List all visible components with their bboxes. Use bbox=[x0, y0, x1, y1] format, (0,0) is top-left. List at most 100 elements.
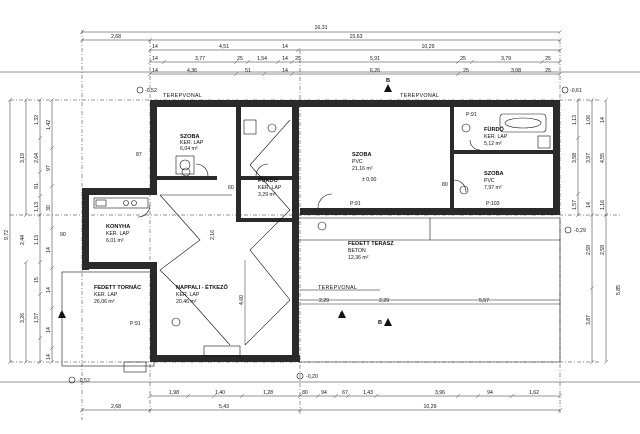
entrance-steps-icon bbox=[203, 345, 241, 357]
dim-bottom-2-b: 5,43 bbox=[219, 404, 229, 410]
dim-right-f: 2,59 bbox=[600, 245, 606, 255]
dim-room1-door: 87 bbox=[136, 152, 142, 158]
room-area: 20,46 m² bbox=[176, 299, 197, 305]
dim-top-4-f: 3,79 bbox=[501, 56, 511, 62]
room-area: 21,16 m² bbox=[352, 166, 373, 172]
room-name: NAPPALI - ÉTKEZŐ bbox=[176, 283, 228, 291]
room-area: 6,04 m² bbox=[180, 146, 198, 152]
room-area: 5,12 m² bbox=[484, 141, 502, 147]
column-markers bbox=[171, 167, 469, 327]
room-area: 12,36 m² bbox=[348, 255, 369, 261]
room-area: 6,01 m² bbox=[106, 238, 124, 244]
dim-top-4-a: 3,77 bbox=[195, 56, 205, 62]
dim-right-c: 1,57 bbox=[572, 200, 578, 210]
dim-top-mark-10: 25 bbox=[545, 68, 551, 74]
room-area: 7,97 m² bbox=[484, 185, 502, 191]
room-szoba-2: SZOBA PVC 21,16 m² ± 0,00 bbox=[352, 152, 376, 183]
dim-right-d: 3,97 bbox=[586, 153, 592, 163]
dim-left-l: 97 bbox=[46, 165, 52, 171]
room-name: SZOBA bbox=[352, 152, 372, 158]
room-szoba-1: SZOBA KER. LAP 6,04 m² bbox=[180, 134, 204, 152]
dim-right-i: 4,55 bbox=[600, 153, 606, 163]
dim-bottom-1-j: 1,62 bbox=[529, 390, 539, 396]
room-floor: KER. LAP bbox=[176, 292, 200, 298]
room-fedett-tornac: FEDETT TORNÁC KER. LAP 26,06 m² bbox=[94, 284, 141, 305]
room-name: SZOBA bbox=[180, 134, 200, 140]
dimension-chain-top: 16,31 2,68 15,63 4,51 10,29 3,77 25 1,54… bbox=[79, 25, 563, 77]
dimension-chain-left: 9,72 3,19 2,44 3,26 1,32 2,64 91 1,13 1,… bbox=[4, 97, 55, 365]
column-marker-icon bbox=[181, 167, 191, 177]
dim-bottom-1-d: 80 bbox=[302, 390, 308, 396]
dim-bottom-1-g: 1,43 bbox=[363, 390, 373, 396]
stove-icon bbox=[175, 155, 195, 175]
dim-right-h: 3,87 bbox=[586, 315, 592, 325]
section-a-left: A bbox=[59, 312, 63, 318]
level-marker-icon bbox=[68, 376, 76, 384]
dim-left-k: 1,42 bbox=[46, 120, 52, 130]
room-name: FÜRDŐ bbox=[258, 177, 279, 184]
room-konyha: KONYHA KER. LAP 6,01 m² bbox=[106, 224, 130, 244]
column-marker-icon bbox=[317, 221, 327, 231]
room-name: KONYHA bbox=[106, 224, 130, 230]
level-marker-icon bbox=[561, 86, 569, 94]
dim-kitchen-door: 90 bbox=[60, 232, 66, 238]
dim-top-mark-3: 14 bbox=[152, 68, 158, 74]
dim-right-j: 1,06 bbox=[586, 115, 592, 125]
dim-terrace-a: 2,29 bbox=[319, 298, 329, 304]
room-nappali-etkezo: NAPPALI - ÉTKEZŐ KER. LAP 20,46 m² bbox=[176, 283, 228, 305]
dimension-chain-right: 3,58 1,13 1,57 3,97 2,59 2,59 5,85 3,87 … bbox=[572, 97, 622, 365]
kitchen-counter-icon bbox=[93, 197, 149, 209]
dim-right-e: 2,59 bbox=[586, 245, 592, 255]
dimension-chain-bottom: 1,98 1,40 1,28 80 94 67 1,43 3,96 94 1,6… bbox=[79, 390, 563, 413]
opening-2: P:103 bbox=[486, 201, 500, 207]
dim-bottom-2-a: 2,68 bbox=[111, 404, 121, 410]
dim-right-k: 14 bbox=[600, 117, 606, 123]
hob-icon bbox=[123, 200, 129, 206]
walls bbox=[82, 100, 560, 362]
dim-top-3-b: 10,29 bbox=[422, 44, 435, 50]
fixtures bbox=[93, 113, 551, 373]
shower-icon bbox=[243, 119, 257, 135]
dim-left-f: 91 bbox=[34, 183, 40, 189]
dim-top-mark-1: 14 bbox=[152, 44, 158, 50]
room-floor: KER. LAP bbox=[484, 134, 508, 140]
dim-top-5-a: 4,36 bbox=[187, 68, 197, 74]
dim-right-m: 14 bbox=[586, 202, 592, 208]
opening-3: P:91 bbox=[466, 112, 477, 118]
room-area: 3,29 m² bbox=[258, 192, 276, 198]
room-floor: KER. LAP bbox=[94, 292, 118, 298]
dim-terrace-b: 2,29 bbox=[379, 298, 389, 304]
room-floor: KER. LAP bbox=[106, 231, 130, 237]
dim-left-d: 1,32 bbox=[34, 115, 40, 125]
hob2-icon bbox=[131, 200, 137, 206]
dim-nappali-h: 2,16 bbox=[210, 230, 216, 240]
dim-left-total: 9,72 bbox=[4, 230, 10, 240]
dim-right-l: 1,16 bbox=[600, 200, 606, 210]
sink-icon bbox=[95, 199, 107, 207]
dim-left-h: 1,13 bbox=[34, 235, 40, 245]
terrain-label-1: TEREPVONAL bbox=[163, 93, 202, 99]
room-furdo-2: FÜRDŐ KER. LAP 3,29 m² bbox=[258, 177, 282, 198]
section-markers: A A B B bbox=[58, 78, 392, 326]
dim-top-mark-7: 25 bbox=[545, 56, 551, 62]
dim-right-b: 1,13 bbox=[572, 115, 578, 125]
section-arrow-a2-icon bbox=[338, 310, 346, 318]
toilet-icon bbox=[461, 123, 471, 133]
interior-dimensions: 4,60 2,16 2,29 2,29 5,57 90 87 60 80 P:9… bbox=[60, 112, 560, 345]
room-szoba-3: SZOBA PVC 7,97 m² bbox=[484, 171, 504, 191]
dim-total-top: 16,31 bbox=[315, 25, 328, 31]
opening-4: P:91 bbox=[130, 321, 141, 327]
column-marker-icon bbox=[459, 185, 469, 195]
axis-lines bbox=[10, 30, 620, 420]
dim-left-i: 15 bbox=[34, 277, 40, 283]
dim-right-g: 5,85 bbox=[616, 285, 622, 295]
dim-nappali-w: 4,60 bbox=[239, 295, 245, 305]
dim-left-e: 2,64 bbox=[34, 153, 40, 163]
dim-terrace-c: 5,57 bbox=[479, 298, 489, 304]
washbasin-icon bbox=[537, 135, 551, 149]
opening-1: P:91 bbox=[350, 201, 361, 207]
bathtub-icon bbox=[499, 113, 547, 133]
section-b-bottom: B bbox=[378, 320, 382, 326]
dim-bottom-1-c: 1,28 bbox=[263, 390, 273, 396]
